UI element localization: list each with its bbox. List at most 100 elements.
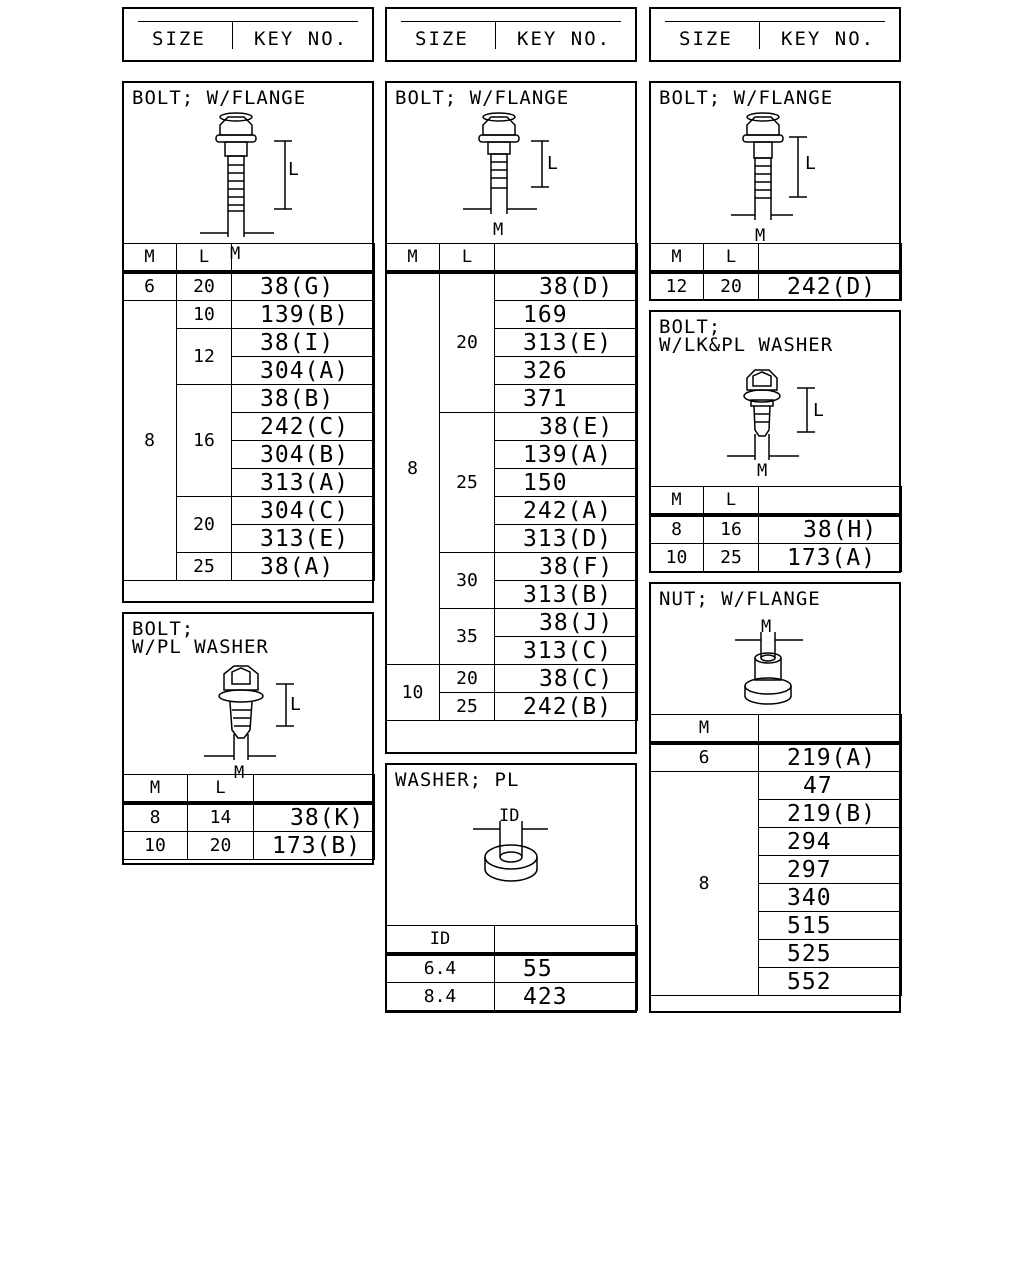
dim-m-label: M	[234, 763, 244, 780]
col-m: M	[649, 486, 704, 517]
key-no-cell: 423	[494, 982, 638, 1011]
col-m: M	[649, 243, 704, 274]
key-no-cell: 169	[494, 300, 638, 329]
key-no-cell: 371	[494, 384, 638, 413]
key-no-cell: 297	[758, 855, 902, 884]
key-no-cell: 173(B)	[253, 831, 375, 860]
table-row: 150	[386, 468, 638, 497]
key-no-cell: 38(K)	[253, 802, 375, 832]
key-no-cell: 219(B)	[758, 799, 902, 828]
dim-m-label: M	[761, 617, 771, 637]
lock-washer-bolt-drawing: L M	[727, 369, 824, 481]
size-cell: 20	[439, 271, 495, 413]
dim-id-label: ID	[499, 806, 519, 826]
flange-bolt-drawing: L M	[200, 112, 299, 263]
col-m: M	[122, 774, 188, 805]
size-cell: 20	[176, 496, 232, 553]
section-title: WASHER; PL	[395, 769, 520, 791]
size-cell	[758, 714, 902, 745]
size-cell: 16	[703, 514, 759, 544]
key-no-cell: 313(B)	[494, 580, 638, 609]
col-l: L	[176, 243, 232, 274]
size-cell: 12	[176, 328, 232, 385]
table-row: 313(E)	[123, 524, 375, 553]
size-cell: 8	[649, 771, 759, 996]
col-id: ID	[385, 925, 495, 956]
section-title: BOLT; W/FLANGE	[132, 87, 307, 109]
key-no-cell: 150	[494, 468, 638, 497]
table-row: 242(C)	[123, 412, 375, 441]
size-cell: 8	[122, 300, 177, 581]
size-cell: 35	[439, 608, 495, 665]
col-l: L	[703, 243, 759, 274]
washer-bolt-drawing: L M	[204, 665, 301, 780]
dim-m-label: M	[493, 220, 503, 240]
key-no-cell: 139(B)	[231, 300, 375, 329]
key-no-cell: 242(C)	[231, 412, 375, 441]
key-no-cell: 313(C)	[494, 636, 638, 665]
size-cell: 14	[187, 802, 254, 832]
size-label: SIZE	[679, 28, 733, 50]
key-no-cell: 525	[758, 939, 902, 968]
key-no-cell: 38(B)	[231, 384, 375, 413]
size-cell: 8.4	[385, 982, 495, 1011]
size-cell: 10	[176, 300, 232, 329]
section-title: BOLT; W/LK&PL WASHER	[659, 316, 834, 356]
table-row: 297	[650, 855, 902, 884]
key-no-cell: 304(C)	[231, 496, 375, 525]
table-row: 552	[650, 967, 902, 996]
key-no-cell: 304(B)	[231, 440, 375, 469]
size-cell: 6	[122, 271, 177, 301]
size-cell: 12	[649, 271, 704, 301]
size-cell: 10	[385, 664, 440, 721]
key-no-cell: 313(D)	[494, 524, 638, 553]
key-no-cell: 38(J)	[494, 608, 638, 637]
flange-bolt-drawing: L M	[463, 112, 558, 240]
size-key-header-1: SIZE KEY NO.	[122, 7, 374, 62]
size-cell: 6.4	[385, 953, 495, 983]
section-title: NUT; W/FLANGE	[659, 588, 821, 610]
col-m: M	[649, 714, 759, 745]
table-row: 313(D)	[386, 524, 638, 553]
size-cell	[231, 243, 375, 274]
table-row: 313(C)	[386, 636, 638, 665]
table-row: 326	[386, 356, 638, 385]
size-cell: 20	[703, 271, 759, 301]
table-row: 371	[386, 384, 638, 413]
key-no-cell: 242(B)	[494, 692, 638, 721]
size-cell: 25	[176, 552, 232, 581]
size-cell: 20	[176, 271, 232, 301]
size-cell: 25	[439, 412, 495, 553]
size-cell: 25	[703, 543, 759, 572]
col-l: L	[439, 243, 495, 274]
key-no-label: KEY NO.	[517, 28, 612, 50]
key-no-cell: 38(E)	[494, 412, 638, 441]
size-cell: 6	[649, 742, 759, 772]
size-cell	[494, 925, 638, 956]
size-key-header-2: SIZE KEY NO.	[385, 7, 637, 62]
table-row: 313(B)	[386, 580, 638, 609]
size-cell: 8	[385, 271, 440, 665]
size-cell: 10	[122, 831, 188, 860]
key-no-cell: 55	[494, 953, 638, 983]
key-no-cell: 38(F)	[494, 552, 638, 581]
key-no-cell: 47	[758, 771, 902, 800]
col-l: L	[703, 486, 759, 517]
